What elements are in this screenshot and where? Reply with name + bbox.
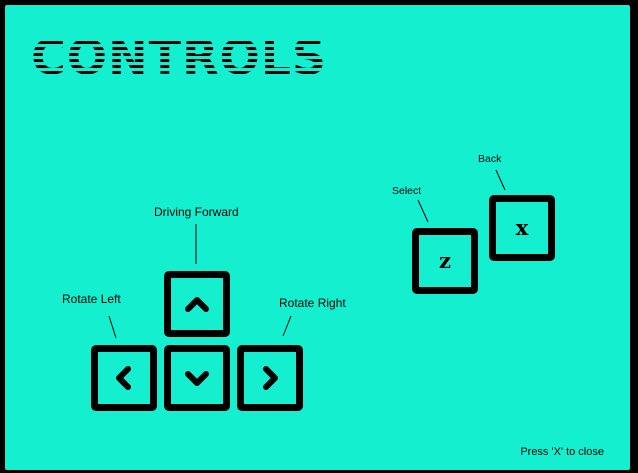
pointer-line-back — [495, 169, 506, 191]
left-arrow-key — [91, 345, 157, 411]
up-arrow-key — [164, 271, 230, 337]
title-graphic: CONTROLS — [31, 30, 327, 85]
select-key: z — [412, 228, 478, 294]
chevron-up-icon — [185, 297, 209, 312]
pointer-lines — [108, 169, 506, 339]
label-select: Select — [392, 185, 422, 197]
back-key-letter: x — [515, 215, 529, 240]
right-arrow-key — [237, 345, 303, 411]
chevron-down-icon — [185, 371, 209, 386]
pointer-line-left — [108, 315, 117, 339]
label-driving-forward: Driving Forward — [154, 205, 239, 219]
label-rotate-right: Rotate Right — [279, 296, 346, 310]
select-key-letter: z — [439, 248, 451, 273]
pointer-line-select — [417, 199, 429, 223]
back-key: x — [489, 195, 555, 261]
label-rotate-left: Rotate Left — [62, 292, 121, 306]
chevron-left-icon — [116, 366, 131, 390]
controls-panel: CONTROLS Driving Forward Rotate Left Rot… — [5, 5, 630, 470]
label-back: Back — [478, 153, 502, 165]
chevron-right-icon — [263, 366, 278, 390]
close-hint: Press 'X' to close — [520, 446, 604, 458]
pointer-line-right — [282, 315, 292, 337]
page-title: CONTROLS — [31, 30, 327, 85]
down-arrow-key — [164, 345, 230, 411]
